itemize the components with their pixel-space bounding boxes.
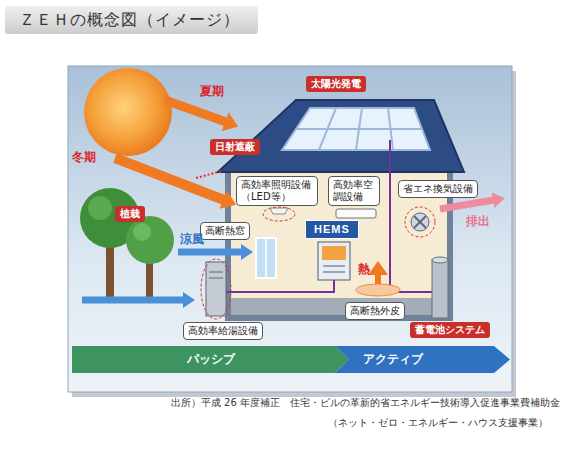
hems-device [323,272,345,273]
air-conditioner [336,209,376,218]
house [196,171,222,178]
house [218,100,464,172]
wiring [226,140,432,292]
box-label: アクティブ [363,352,423,366]
equipment-box: 高効率給湯設備 [183,322,263,340]
box-label: 高効率空調設備 [333,179,375,203]
trees [133,223,151,241]
wiring [226,280,334,292]
wind-arrows [82,252,242,300]
window [256,238,276,278]
sunlight-arrows [165,100,226,122]
season-label: 夏期 [200,84,224,98]
ventilation-fan [405,207,435,237]
house [196,100,464,318]
ventilation-fan [414,216,426,228]
floor-heat [356,284,400,296]
arrow-band-shape [335,346,510,373]
water-heater [201,259,231,319]
box-label: 高断熱窓 [205,225,245,237]
water-heater [209,278,223,279]
box-label: 高断熱外皮 [350,305,400,317]
panel-background [68,66,512,392]
led-light [263,207,295,221]
trees [126,216,174,264]
exhaust-label: 排出 [466,214,490,228]
water-heater [206,262,226,316]
equipment-box: 高断熱外皮 [345,302,405,320]
box-label: 省エネ換気設備 [403,183,473,195]
sunlight-arrows [115,158,224,200]
box-label: HEMS [314,223,350,236]
box-label: パッシブ [187,352,235,366]
trees [88,196,112,220]
wind-label: 涼風 [180,232,204,246]
active-arrow-band: アクティブ [335,346,510,373]
caption: 出所）平成 26 年度補正 住宅・ビルの革新的省エネルギー技術導入促進事業費補助… [171,397,560,409]
season-label: 冬期 [72,150,96,164]
box-label: 太陽光発電 [311,78,361,90]
ventilation-fan [414,216,426,228]
feature-tag: 太陽光発電 [306,76,366,92]
source-note: （ネット・ゼロ・エネルギー・ハウス支援事業） [328,417,548,429]
diagram-title: ＺＥＨの概念図（イメージ） [5,6,258,34]
wiring [390,140,432,292]
wind-arrows [82,297,184,304]
led-light [270,208,288,214]
feature-tag: 植栽 [115,206,145,222]
window [265,238,267,278]
box-label: 高効率照明設備（LED等） [241,179,313,203]
floor-heat [356,274,400,296]
passive-arrow-band: パッシブ [72,346,349,373]
solar-panel [319,108,336,150]
box-label: 日射遮蔽 [215,141,255,153]
battery [432,260,448,318]
window [256,238,276,278]
water-heater [209,272,223,273]
sun [84,68,172,156]
sun [84,68,172,156]
exhaust-arrow [440,200,494,209]
solar-panel [282,108,430,150]
hems-device [318,242,350,280]
battery [432,257,448,263]
heat-label: 熱 [358,262,370,276]
solar-panel [356,108,362,150]
solar-panel [282,108,430,150]
hems-device [318,242,350,280]
house [231,298,447,315]
wind-arrows [178,249,242,256]
hems-box: HEMS [305,220,359,239]
ventilation-fan [405,207,435,237]
arrow-band-shape [72,346,349,373]
air-conditioner [336,209,376,218]
water-heater [201,259,231,319]
feature-tag: 日射遮蔽 [210,139,260,155]
ventilation-fan [411,213,429,231]
led-light [263,207,295,221]
box-label: 植栽 [120,208,140,220]
hems-device [323,266,345,267]
exhaust-arrow [440,200,494,209]
panel-background [68,66,516,397]
feature-tag: 蓄電池システム [410,322,490,338]
trees [80,188,174,302]
battery [432,257,448,318]
box-label: 蓄電池システム [415,324,485,336]
equipment-box: 省エネ換気設備 [398,180,478,198]
equipment-box: 高効率照明設備（LED等） [236,176,318,206]
equipment-box: 高効率空調設備 [328,176,380,206]
equipment-box: 高断熱窓 [200,222,250,240]
trees [106,240,114,302]
box-label: 高効率給湯設備 [188,325,258,337]
floor-heat [375,274,381,284]
hems-device [322,246,346,260]
